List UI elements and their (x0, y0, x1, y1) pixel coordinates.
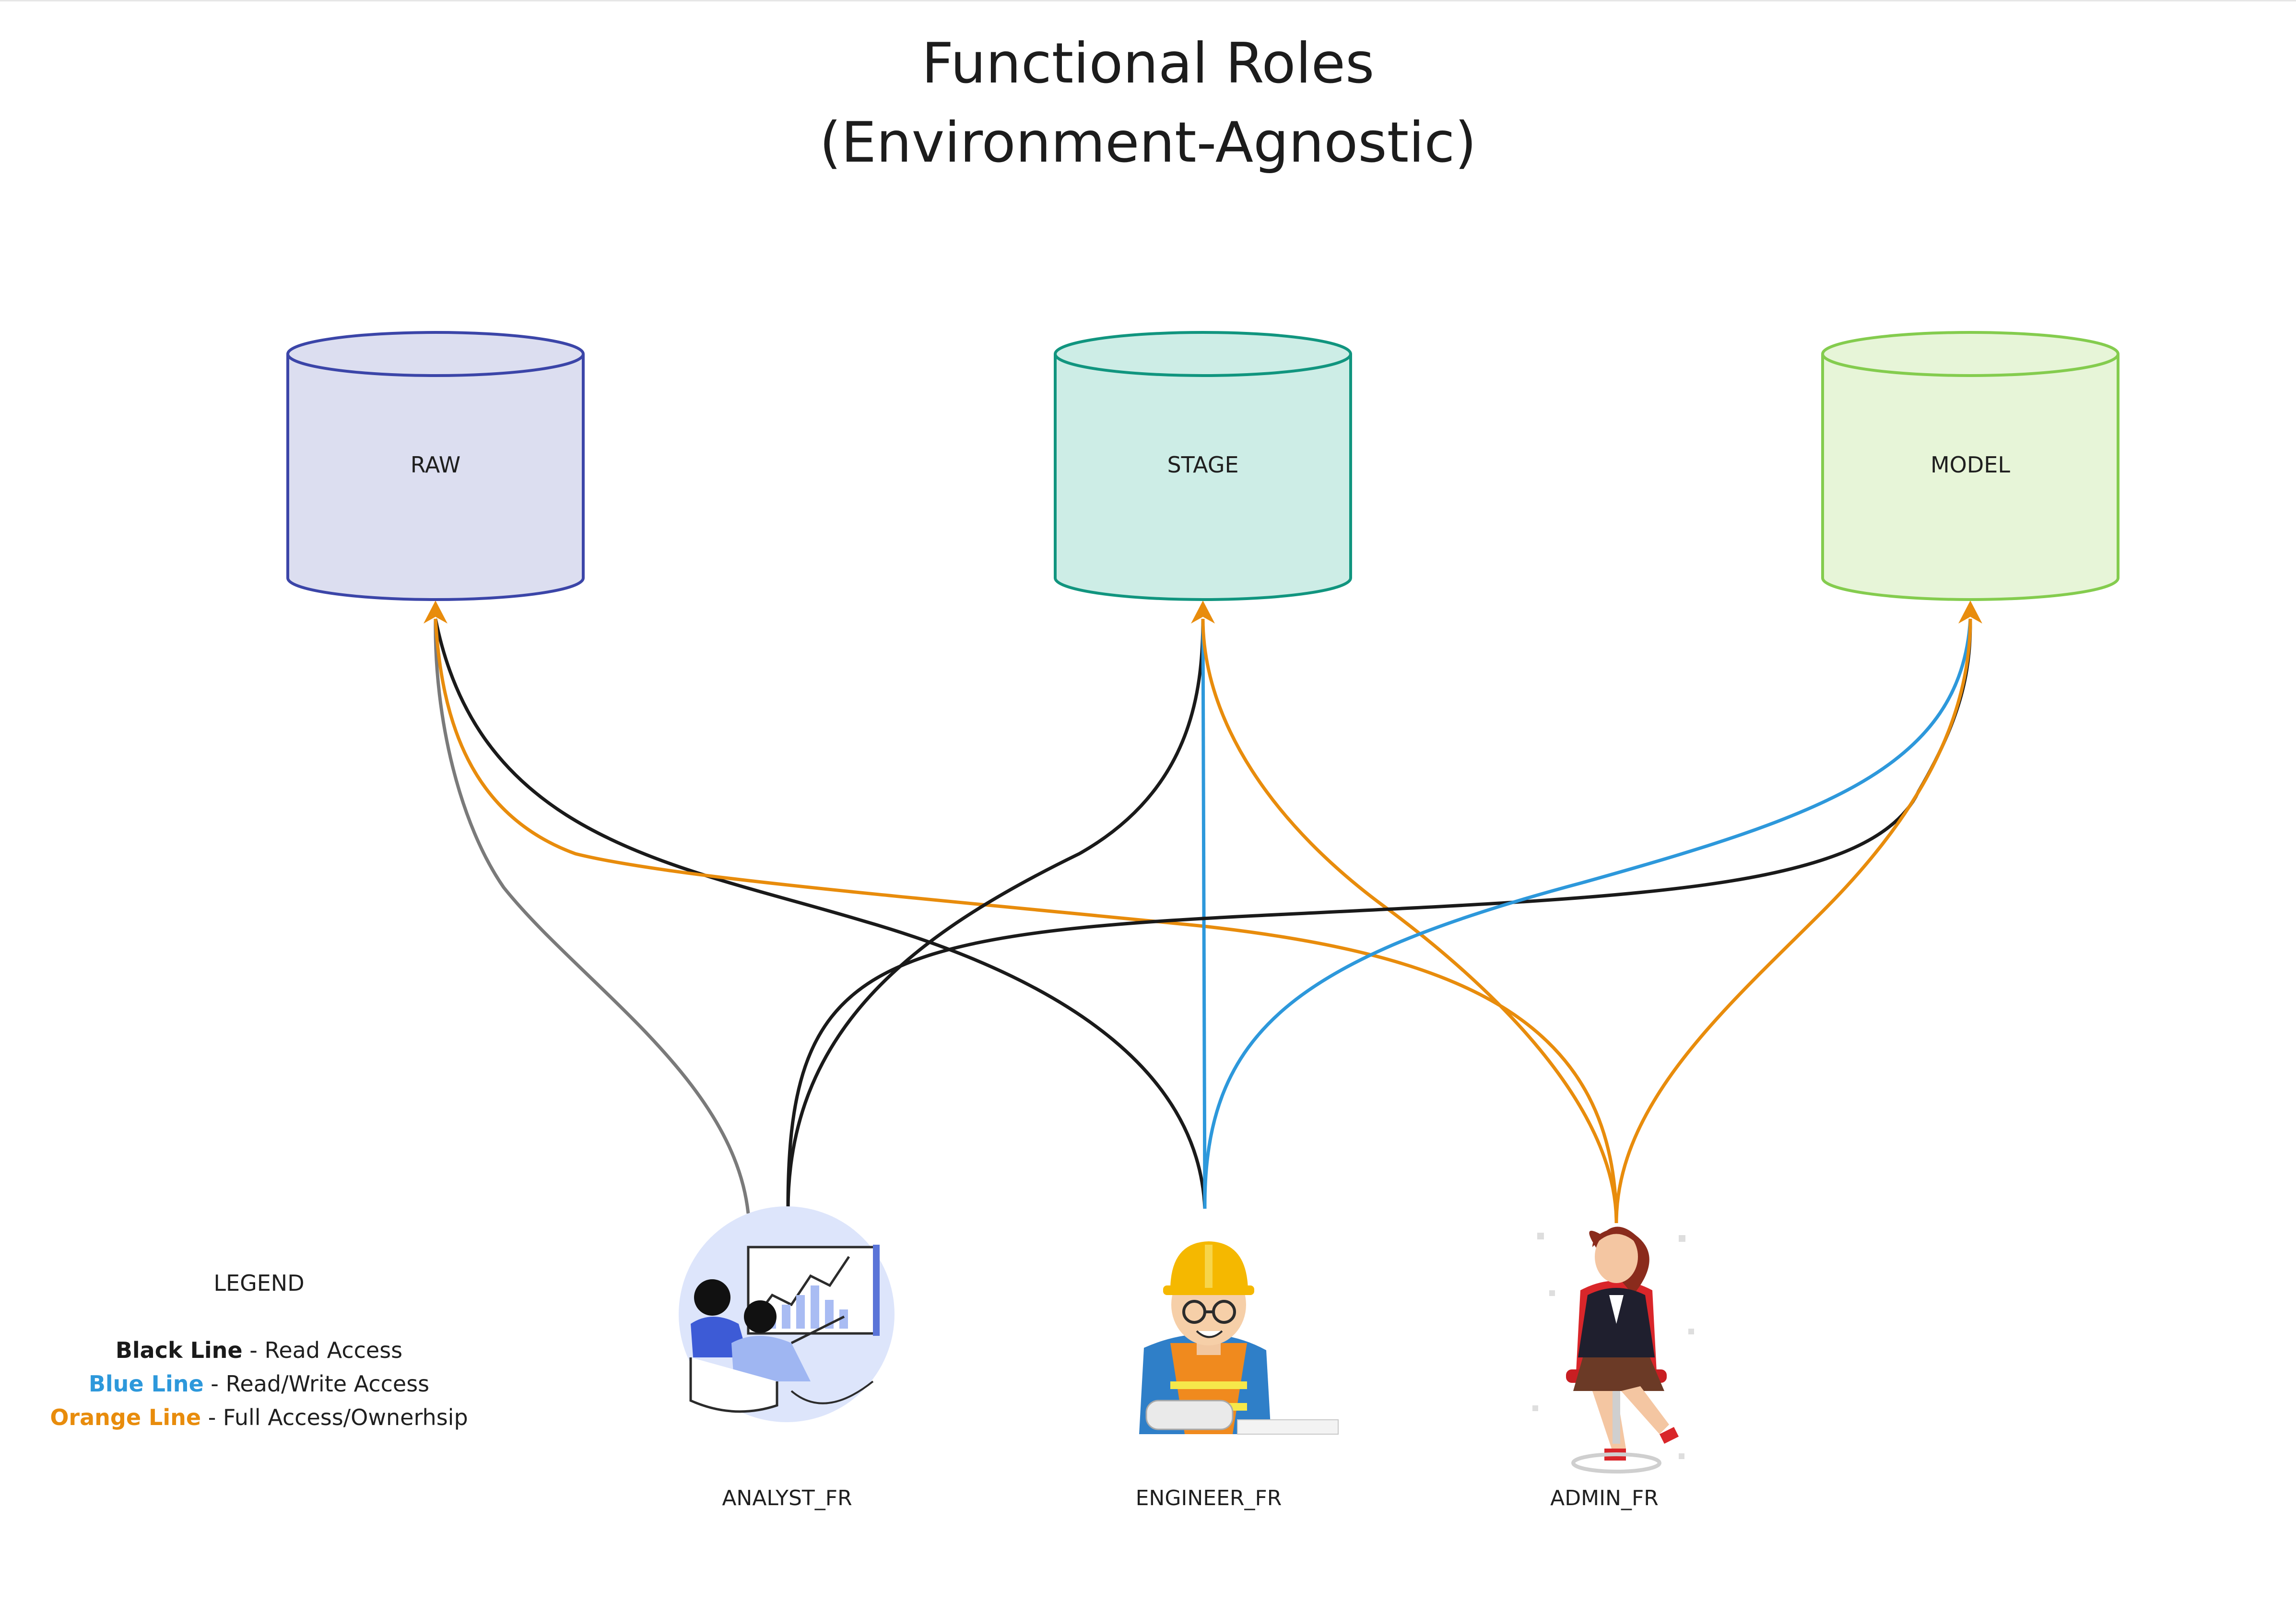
legend-item-full: Orange Line - Full Access/Ownerhsip (19, 1401, 499, 1434)
top-divider (0, 0, 2296, 1)
arrowhead-raw (424, 601, 447, 624)
connector-engineer-raw-read (434, 618, 1207, 1209)
analyst-figure-icon (679, 1206, 895, 1422)
db-raw: RAW (286, 331, 585, 601)
legend-item-read-desc: - Read Access (242, 1337, 403, 1363)
db-stage: STAGE (1054, 331, 1352, 601)
db-raw-label: RAW (411, 452, 461, 478)
engineer-figure-icon (1139, 1241, 1339, 1435)
legend: LEGEND Black Line - Read Access Blue Lin… (19, 1266, 499, 1434)
db-model-body (1821, 354, 2119, 601)
legend-item-readwrite-name: Blue Line (88, 1371, 204, 1397)
connector-admin-raw-full (434, 618, 1618, 1224)
diagram-subtitle: (Environment-Agnostic) (819, 110, 1477, 175)
legend-item-full-desc: - Full Access/Ownerhsip (201, 1404, 468, 1430)
connector-engineer-model-readwrite (1203, 618, 1972, 1209)
arrowhead-stage (1191, 601, 1215, 624)
db-raw-body (286, 354, 585, 601)
legend-item-full-name: Orange Line (50, 1404, 201, 1430)
connector-analyst-raw-gray (434, 618, 750, 1214)
arrowheads (424, 601, 1982, 624)
db-stage-body (1054, 354, 1352, 601)
admin-figure-icon (1532, 1226, 1694, 1473)
connector-admin-model-full (1614, 618, 1972, 1224)
legend-item-readwrite: Blue Line - Read/Write Access (19, 1367, 499, 1401)
db-stage-top (1054, 331, 1352, 377)
legend-title: LEGEND (213, 1270, 305, 1296)
db-stage-label: STAGE (1167, 452, 1238, 478)
db-raw-top (286, 331, 585, 377)
db-model: MODEL (1821, 331, 2119, 601)
connectors (434, 618, 1972, 1224)
connector-analyst-stage-read (786, 618, 1205, 1214)
db-model-top (1821, 331, 2119, 377)
legend-item-readwrite-desc: - Read/Write Access (203, 1371, 430, 1397)
diagram-title: Functional Roles (921, 31, 1375, 96)
connector-engineer-stage-readwrite (1201, 618, 1207, 1209)
connector-admin-stage-full (1201, 618, 1618, 1224)
arrowhead-model (1958, 601, 1982, 624)
db-model-label: MODEL (1931, 452, 2010, 478)
role-label-admin: ADMIN_FR (1550, 1486, 1659, 1510)
role-label-engineer: ENGINEER_FR (1135, 1486, 1282, 1510)
legend-item-read: Black Line - Read Access (19, 1333, 499, 1367)
role-label-analyst: ANALYST_FR (722, 1486, 852, 1510)
legend-item-read-name: Black Line (115, 1337, 243, 1363)
